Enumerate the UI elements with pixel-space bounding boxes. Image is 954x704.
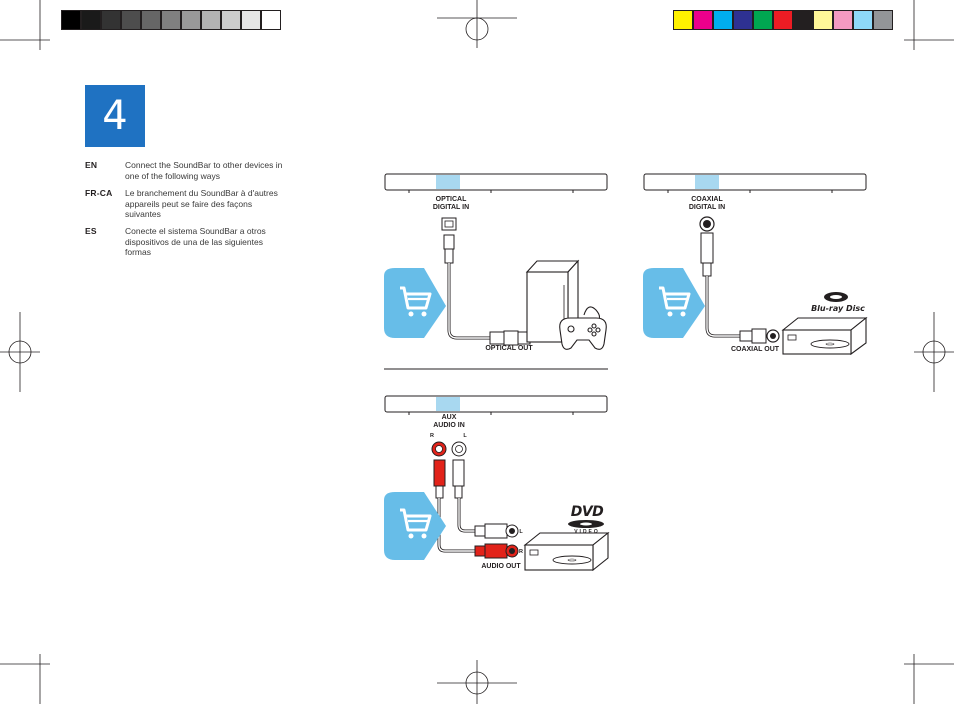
shopping-cart-icon — [643, 268, 705, 338]
blu-ray-logo-icon — [824, 292, 848, 302]
dvd-brand: DVD — [566, 504, 608, 520]
optical-digital-in-label: OPTICAL DIGITAL IN — [421, 196, 481, 212]
soundbar-aux — [385, 396, 607, 415]
dvd-brand-sub: VIDEO — [568, 528, 606, 536]
coaxial-out-label: COAXIAL OUT — [720, 346, 790, 354]
audio-out-label: AUDIO OUT — [471, 563, 531, 571]
shopping-cart-icon — [384, 268, 446, 338]
dvd-logo-icon — [568, 520, 604, 528]
audio-out-right-mark: R — [517, 548, 525, 556]
dvd-player-icon — [525, 533, 608, 570]
blu-ray-player-icon — [783, 318, 866, 354]
soundbar-coaxial — [644, 174, 866, 193]
soundbar-optical — [385, 174, 607, 193]
optical-out-label: OPTICAL OUT — [474, 345, 544, 353]
audio-out-left-mark: L — [517, 528, 525, 536]
shopping-cart-icon — [384, 492, 446, 560]
blu-ray-brand: Blu-ray Disc — [808, 304, 868, 313]
aux-audio-in-label: AUX AUDIO IN — [419, 414, 479, 430]
coaxial-digital-in-label: COAXIAL DIGITAL IN — [677, 196, 737, 212]
aux-right-mark: R — [428, 432, 436, 440]
aux-left-mark: L — [461, 432, 469, 440]
